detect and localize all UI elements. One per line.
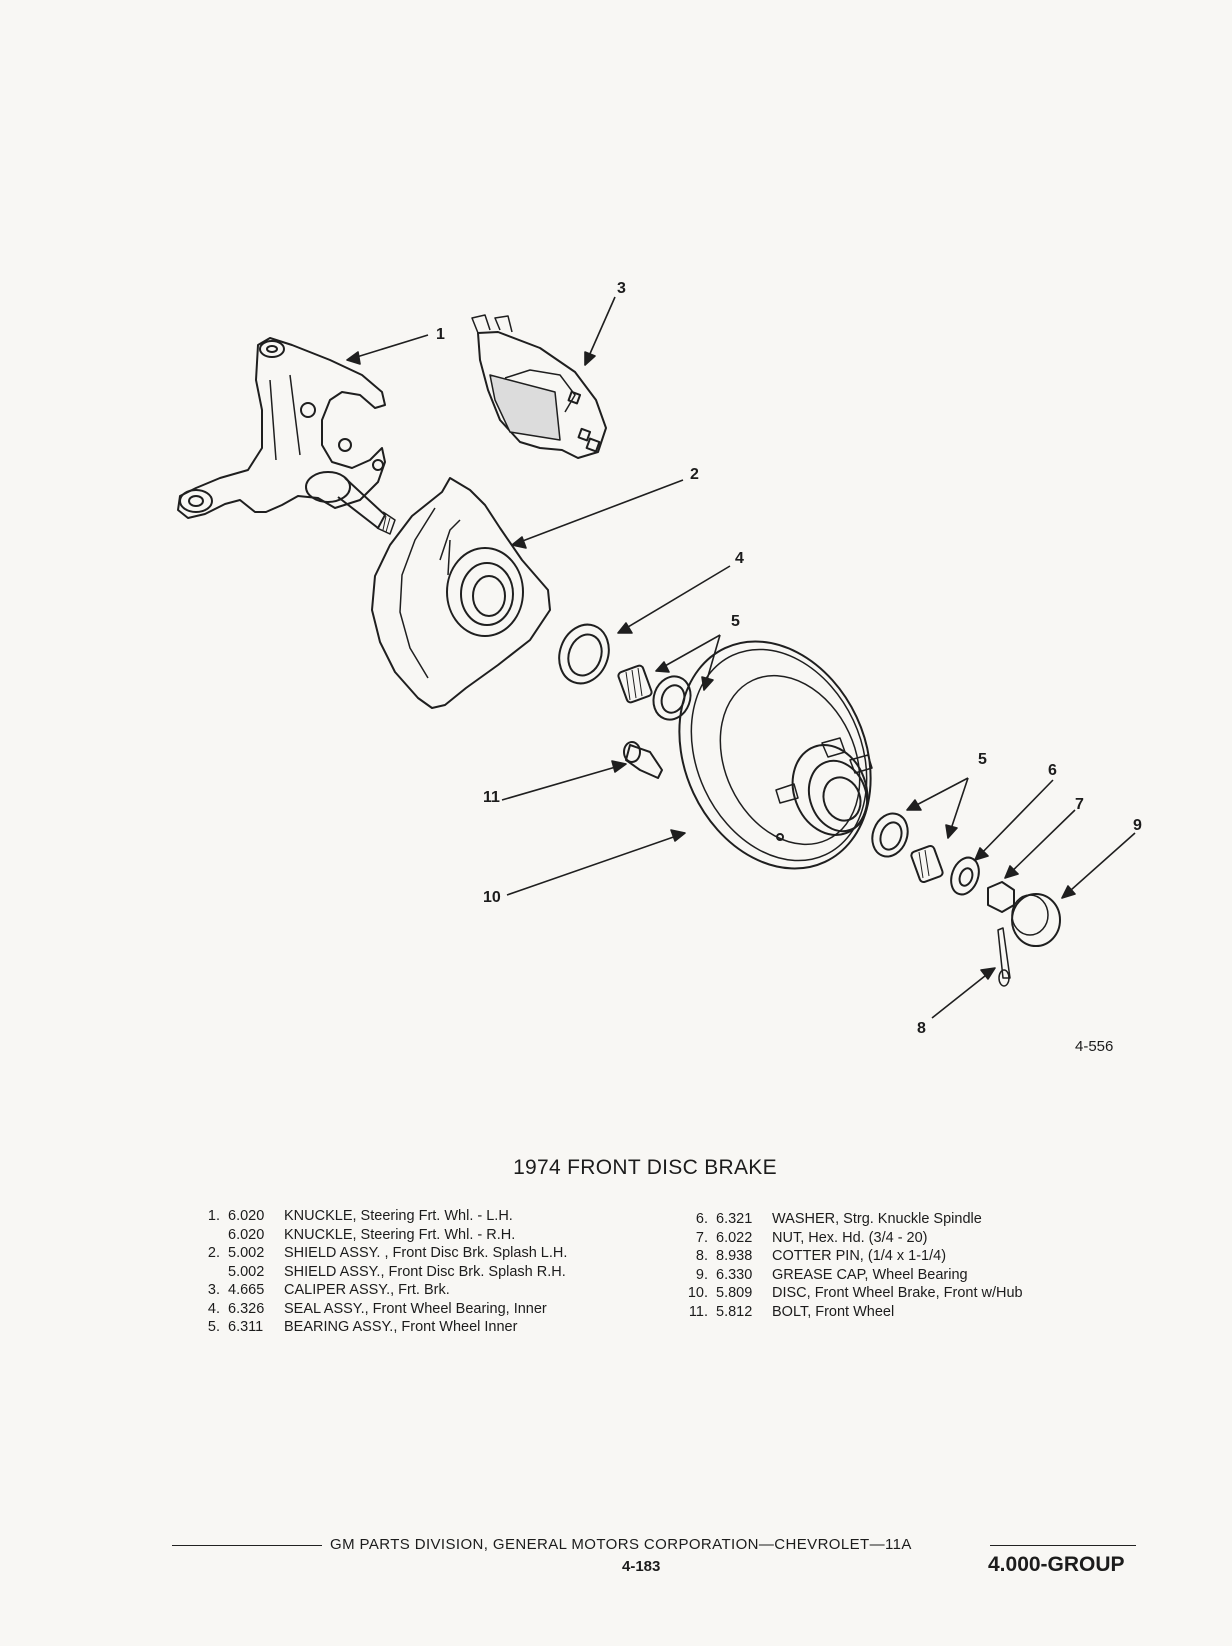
part-number: 11. xyxy=(688,1303,708,1320)
part-number: 5. xyxy=(207,1319,220,1335)
callout-8: 8 xyxy=(917,1020,926,1037)
leader-lines xyxy=(346,296,1136,1019)
callout-6: 6 xyxy=(1048,762,1057,779)
part-description: KNUCKLE, Steering Frt. Whl. - L.H. xyxy=(284,1208,513,1224)
part-code: 4.665 xyxy=(228,1282,265,1298)
page-number: 4-183 xyxy=(622,1558,661,1575)
footer-rule-right xyxy=(990,1545,1136,1546)
footer-rule-left xyxy=(172,1545,322,1546)
part-description: WASHER, Strg. Knuckle Spindle xyxy=(772,1211,982,1227)
part-row: 3. 4.665 CALIPER ASSY., Frt. Brk. xyxy=(184,1281,567,1300)
part-code: 6.321 xyxy=(716,1211,753,1227)
part-number: 3. xyxy=(207,1282,220,1298)
part-row: 5.002 SHIELD ASSY., Front Disc Brk. Splas… xyxy=(184,1263,567,1282)
part-code: 5.809 xyxy=(716,1285,753,1301)
part-row: 10. 5.809 DISC, Front Wheel Brake, Front w… xyxy=(672,1284,1023,1303)
part-code: 6.326 xyxy=(228,1300,265,1317)
part-number xyxy=(184,1226,228,1245)
callout-1: 1 xyxy=(436,326,445,343)
part-code: 6.311 xyxy=(228,1319,264,1335)
part-row: 2. 5.002 SHIELD ASSY. , Front Disc Brk. Sp… xyxy=(184,1244,568,1263)
page-title: 1974 FRONT DISC BRAKE xyxy=(513,1156,777,1179)
part-code: 5.002 xyxy=(228,1245,265,1261)
callout-3: 3 xyxy=(617,280,626,297)
part-row: 1. 6.020 KNUCKLE, Steering Frt. Whl. - L.H… xyxy=(184,1207,567,1226)
part-row: 8. 8.938 COTTER PIN, (1/4 x 1-1/4) xyxy=(672,1247,1023,1266)
callout-9: 9 xyxy=(1133,817,1142,834)
part-number: 9. xyxy=(695,1266,708,1283)
callout-7: 7 xyxy=(1075,796,1084,813)
caliper xyxy=(471,314,607,459)
footer-publisher: GM PARTS DIVISION, GENERAL MOTORS CORPOR… xyxy=(330,1536,912,1553)
part-row: 9. 6.330 GREASE CAP, Wheel Bearing xyxy=(672,1266,1023,1285)
part-number: 2. xyxy=(207,1245,220,1261)
part-code: 6.020 xyxy=(228,1226,265,1243)
part-description: DISC, Front Wheel Brake, Front w/Hub xyxy=(772,1285,1023,1301)
part-row: 5. 6.311 BEARING ASSY., Front Wheel Inner xyxy=(184,1318,567,1337)
callout-10: 10 xyxy=(483,889,501,906)
part-number: 8. xyxy=(695,1248,708,1264)
part-description: SHIELD ASSY. , Front Disc Brk. Splash L.… xyxy=(284,1245,568,1261)
part-row: 4. 6.326 SEAL ASSY., Front Wheel Bearing, … xyxy=(184,1300,567,1319)
part-number: 4. xyxy=(207,1300,220,1317)
part-description: COTTER PIN, (1/4 x 1-1/4) xyxy=(772,1248,947,1264)
part-row: 11. 5.812 BOLT, Front Wheel xyxy=(672,1303,1023,1322)
part-number: 1. xyxy=(207,1208,220,1224)
inner-seal xyxy=(558,623,610,685)
part-code: 6.020 xyxy=(228,1208,265,1224)
part-number: 7. xyxy=(695,1229,708,1246)
part-description: SHIELD ASSY., Front Disc Brk. Splash R.H… xyxy=(284,1263,566,1280)
part-code: 6.022 xyxy=(716,1229,753,1246)
part-description: SEAL ASSY., Front Wheel Bearing, Inner xyxy=(284,1300,547,1317)
part-description: GREASE CAP, Wheel Bearing xyxy=(772,1266,968,1283)
splash-shield xyxy=(371,477,551,709)
callout-11: 11 xyxy=(483,789,500,806)
part-number: 6. xyxy=(695,1211,708,1227)
exploded-diagram xyxy=(177,296,1136,1019)
outer-hardware xyxy=(871,812,1061,987)
part-code: 6.330 xyxy=(716,1266,753,1283)
part-description: BEARING ASSY., Front Wheel Inner xyxy=(284,1319,518,1335)
part-description: CALIPER ASSY., Frt. Brk. xyxy=(284,1282,450,1298)
part-row: 6.020 KNUCKLE, Steering Frt. Whl. - R.H. xyxy=(184,1226,567,1245)
part-description: BOLT, Front Wheel xyxy=(772,1303,895,1320)
part-number: 10. xyxy=(687,1285,708,1301)
part-description: NUT, Hex. Hd. (3/4 - 20) xyxy=(772,1229,928,1246)
part-code: 5.002 xyxy=(228,1263,265,1280)
part-code: 8.938 xyxy=(716,1248,753,1264)
callout-5b: 5 xyxy=(978,751,987,768)
callout-2: 2 xyxy=(690,466,699,483)
part-code: 5.812 xyxy=(716,1303,753,1320)
part-description: KNUCKLE, Steering Frt. Whl. - R.H. xyxy=(284,1226,516,1243)
group-label: 4.000-GROUP xyxy=(988,1553,1125,1576)
parts-list-left: 1. 6.020 KNUCKLE, Steering Frt. Whl. - L.H… xyxy=(184,1207,568,1337)
part-row: 6. 6.321 WASHER, Strg. Knuckle Spindle xyxy=(672,1210,1023,1229)
figure-code: 4-556 xyxy=(1075,1038,1114,1055)
steering-knuckle xyxy=(177,337,396,535)
part-number xyxy=(184,1263,228,1282)
callout-4: 4 xyxy=(735,550,744,567)
brake-disc-hub xyxy=(623,640,873,870)
callout-5a: 5 xyxy=(731,613,740,630)
part-row: 7. 6.022 NUT, Hex. Hd. (3/4 - 20) xyxy=(672,1229,1023,1248)
